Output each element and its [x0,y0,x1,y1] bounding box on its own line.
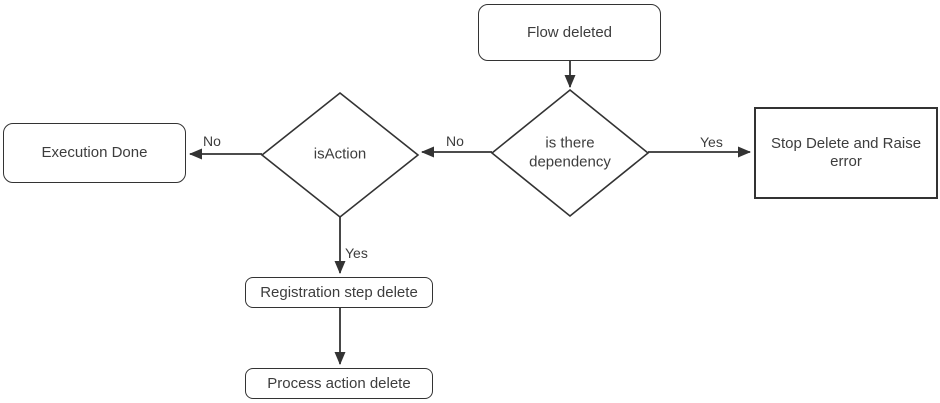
node-registration-step-delete-label: Registration step delete [260,283,418,301]
node-execution-done: Execution Done [3,123,186,183]
edge-label-isaction-yes: Yes [345,245,368,261]
decision-isaction-shape [262,93,418,217]
edge-label-dependency-no: No [446,133,464,149]
node-process-action-delete-label: Process action delete [267,374,411,392]
node-flow-deleted-label: Flow deleted [526,23,613,41]
node-process-action-delete: Process action delete [245,368,433,399]
node-registration-step-delete: Registration step delete [245,277,433,308]
edge-label-isaction-no: No [203,133,221,149]
node-stop-delete-error: Stop Delete and Raise error [754,107,938,199]
node-flow-deleted: Flow deleted [478,4,661,61]
decision-dependency-shape [492,90,648,216]
node-execution-done-label: Execution Done [41,144,148,161]
node-stop-delete-error-label: Stop Delete and Raise error [770,135,922,170]
edge-label-dependency-yes: Yes [700,134,723,150]
